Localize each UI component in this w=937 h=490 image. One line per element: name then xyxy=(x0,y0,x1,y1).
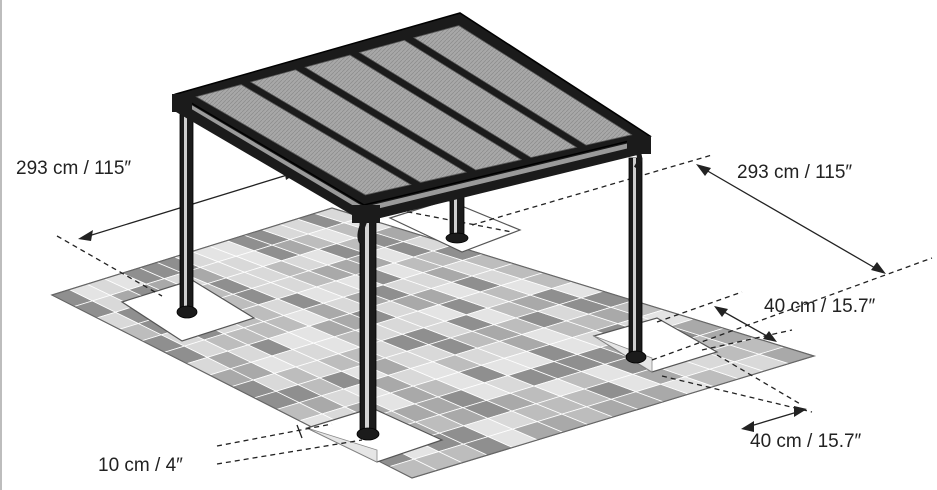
pergola-roof xyxy=(172,12,652,244)
dashed-extension-setback-a xyxy=(656,291,743,323)
footing-depth-label: 10 cm / 4″ xyxy=(98,455,183,476)
dimension-arrow-footing-depth xyxy=(296,424,303,439)
dimension-arrow-setback-depth xyxy=(716,307,775,341)
dashed-extension-left-top xyxy=(371,204,513,233)
dashed-extension-front-b xyxy=(716,354,803,406)
roof-panel xyxy=(412,25,633,146)
dimension-arrow-width-right xyxy=(698,165,883,273)
dashed-extension-footing-a xyxy=(216,423,333,447)
width-label-right: 293 cm / 115″ xyxy=(737,162,853,183)
paver-tile xyxy=(757,346,814,365)
roof-panel xyxy=(195,84,412,196)
dashed-extension-setback-b xyxy=(701,329,793,351)
dashed-extension-footing-b xyxy=(216,439,363,465)
dashed-extension-right-bottom xyxy=(651,257,933,361)
dashed-extension-front-a xyxy=(661,375,813,413)
dashed-extension-right-top xyxy=(471,154,713,226)
setback-depth-label: 40 cm / 15.7″ xyxy=(764,296,876,317)
width-label-left: 293 cm / 115″ xyxy=(16,158,132,179)
pergola-posts xyxy=(176,111,647,441)
dashed-extension-left-bottom xyxy=(56,235,163,297)
roof-panel xyxy=(249,69,468,183)
roof-panel xyxy=(304,54,523,171)
roof-panel xyxy=(358,39,578,158)
setback-width-label: 40 cm / 15.7″ xyxy=(750,431,862,452)
